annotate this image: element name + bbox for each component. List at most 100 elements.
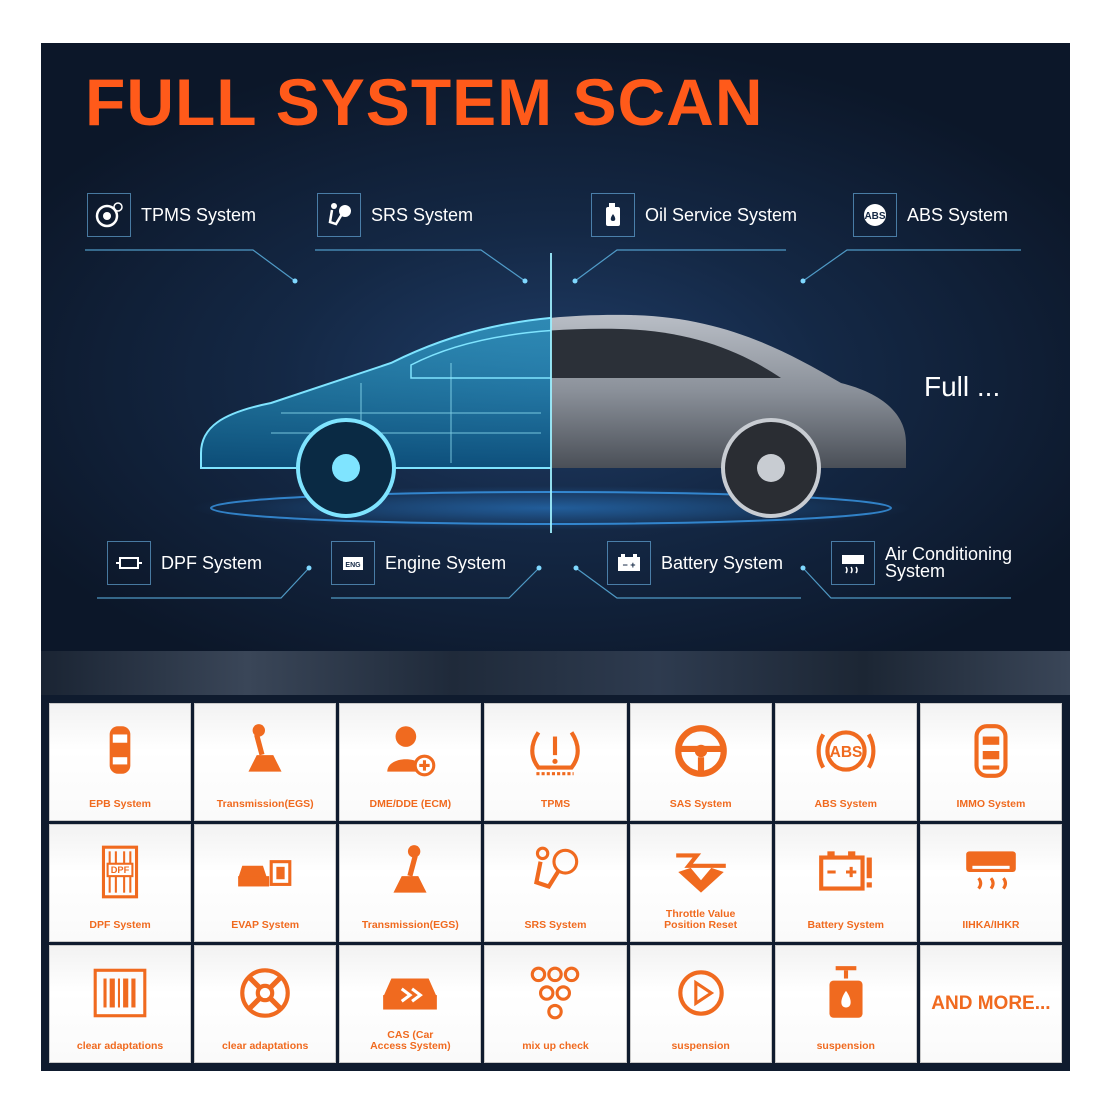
network-icon <box>531 966 580 1020</box>
system-dpf: DPF System <box>107 541 262 585</box>
svg-text:ABS: ABS <box>829 744 862 761</box>
system-label: SRS System <box>371 204 474 225</box>
tile-label: Battery System <box>807 919 884 931</box>
svg-text:ENG: ENG <box>345 562 361 569</box>
tile-battery-system: Battery System <box>774 824 917 942</box>
tile-clear-adaptations-2: clear adaptations <box>194 945 337 1063</box>
steering-wheel-icon <box>674 725 727 777</box>
system-battery: − + Battery System <box>607 541 783 585</box>
product-panel: FULL SYSTEM SCAN <box>41 43 1070 1071</box>
system-label: DPF System <box>161 552 263 573</box>
user-add-icon <box>387 726 436 777</box>
tile-label: SAS System <box>669 798 732 810</box>
tile-label: TPMS <box>540 798 571 810</box>
tile-srs-system: SRS System <box>484 824 627 942</box>
tile-label: Throttle Value Position Reset <box>633 909 769 931</box>
car-access-icon <box>383 978 438 1010</box>
system-srs: SRS System <box>317 193 473 237</box>
front-wheel <box>296 418 396 518</box>
svg-text:ABS: ABS <box>864 211 885 222</box>
tile-label: IMMO System <box>956 798 1026 810</box>
tile-mix-up-check: mix up check <box>484 945 627 1063</box>
tile-dpf-system: DPF DPF System <box>49 824 192 942</box>
tile-tpms: TPMS <box>484 703 627 821</box>
tile-label: Transmission(EGS) <box>216 798 314 810</box>
tile-label: SRS System <box>524 919 587 931</box>
system-engine: ENG Engine System <box>331 541 506 585</box>
system-oil-service: Oil Service System <box>591 193 797 237</box>
label-line-1: CAS (Car <box>387 1029 434 1041</box>
tile-label: DME/DDE (ECM) <box>369 798 452 810</box>
tile-label: DPF System <box>89 919 151 931</box>
label-line-2: System <box>885 561 946 581</box>
gear-shift-icon <box>393 845 427 893</box>
engine-icon: ENG <box>331 541 375 585</box>
tile-label: clear adaptations <box>76 1040 164 1052</box>
svg-text:DPF: DPF <box>111 865 130 875</box>
tile-transmission: Transmission(EGS) <box>194 703 337 821</box>
abs-icon: ABS <box>853 193 897 237</box>
tile-abs-system: ABS ABS System <box>774 703 917 821</box>
tile-clear-adaptations-1: clear adaptations <box>49 945 192 1063</box>
air-conditioner-icon <box>831 541 875 585</box>
barcode-icon <box>93 968 147 1018</box>
tile-label: clear adaptations <box>222 1040 309 1052</box>
tile-evap-system: EVAP System <box>194 824 337 942</box>
label-line-2: Position Reset <box>664 919 738 931</box>
tile-label: suspension <box>816 1040 875 1052</box>
tile-suspension-1: suspension <box>629 945 772 1063</box>
key-fob-icon <box>974 724 1008 778</box>
system-label: Engine System <box>385 552 507 573</box>
tile-label: EPB System <box>89 798 151 810</box>
battery-icon: − + <box>607 541 651 585</box>
tile-immo-system: IMMO System <box>919 703 1062 821</box>
more-systems-text: Full ... <box>924 371 1001 402</box>
label-line-2: Access System) <box>370 1040 451 1052</box>
tpms-warning-icon <box>530 731 581 776</box>
tile-ihka-ihkr: IIHKA/IHKR <box>919 824 1062 942</box>
label-line-1: Throttle Value <box>665 908 736 920</box>
system-label: Oil Service System <box>645 204 798 225</box>
tile-and-more: AND MORE... <box>919 945 1062 1063</box>
car-chip-icon <box>238 860 292 887</box>
throttle-icon <box>675 853 726 893</box>
hero-banner: FULL SYSTEM SCAN <box>41 43 1070 651</box>
tile-label: EVAP System <box>231 919 300 931</box>
rear-wheel <box>721 418 821 518</box>
system-air-conditioning: Air Conditioning System <box>831 541 1012 585</box>
connector-lines <box>85 249 1021 599</box>
crosshair-icon <box>240 968 291 1018</box>
air-conditioner-icon <box>966 851 1016 890</box>
function-grid: EPB System Transmission(EGS) DME/DDE (EC… <box>49 703 1062 1063</box>
car-top-icon <box>109 726 131 774</box>
system-label: ABS System <box>907 204 1009 225</box>
dashboard-strip <box>41 651 1070 695</box>
dpf-filter-icon <box>107 541 151 585</box>
fluid-icon <box>829 966 863 1018</box>
gear-shift-icon <box>248 724 282 772</box>
banner-title: FULL SYSTEM SCAN <box>85 65 764 139</box>
tile-label: CAS (Car Access System) <box>342 1030 478 1052</box>
tile-cas: CAS (Car Access System) <box>339 945 482 1063</box>
tile-throttle-reset: Throttle Value Position Reset <box>629 824 772 942</box>
play-circle-icon <box>677 970 724 1016</box>
system-label: Battery System <box>661 552 784 573</box>
system-label: Air Conditioning System <box>885 544 1013 581</box>
system-abs: ABS ABS System <box>853 193 1008 237</box>
svg-text:− +: − + <box>622 560 635 570</box>
tile-suspension-2: suspension <box>774 945 917 1063</box>
tile-label: Transmission(EGS) <box>361 919 459 931</box>
tile-label: suspension <box>671 1040 730 1052</box>
label-line-1: Air Conditioning <box>885 544 1013 564</box>
tile-dme-dde-ecm: DME/DDE (ECM) <box>339 703 482 821</box>
oil-can-icon <box>591 193 635 237</box>
and-more-text: AND MORE... <box>931 993 1051 1014</box>
system-label: TPMS System <box>141 204 257 225</box>
tile-label: mix up check <box>522 1040 589 1052</box>
battery-icon <box>818 851 872 891</box>
tile-label: ABS System <box>814 798 877 810</box>
airbag-icon <box>534 846 579 889</box>
tile-sas-system: SAS System <box>629 703 772 821</box>
tile-label: IIHKA/IHKR <box>962 919 1020 931</box>
tile-epb-system: EPB System <box>49 703 192 821</box>
